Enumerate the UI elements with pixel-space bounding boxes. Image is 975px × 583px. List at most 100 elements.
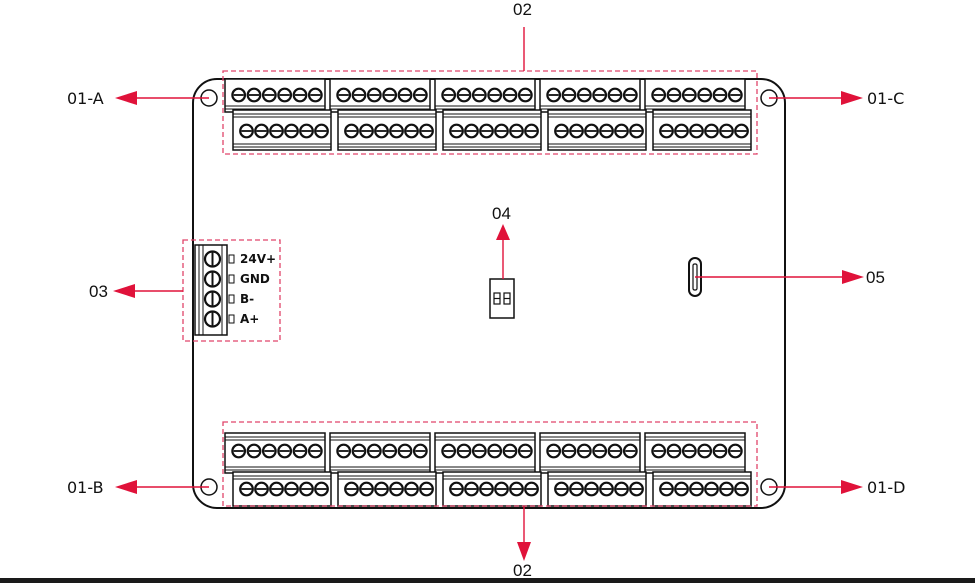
terminal-block: [434, 432, 536, 474]
terminal-block: [434, 78, 536, 113]
terminal-block: [224, 432, 326, 474]
terminal-screw: [674, 481, 689, 497]
terminal-screw: [697, 87, 713, 103]
terminal-screw: [681, 443, 697, 459]
terminal-screw: [441, 443, 457, 459]
terminal-screw: [622, 87, 638, 103]
terminal-screw: [569, 481, 584, 497]
terminal-screw: [464, 481, 479, 497]
terminal-screw: [471, 87, 487, 103]
terminal-screw: [509, 481, 524, 497]
terminal-screw: [599, 481, 614, 497]
terminal-screw: [292, 87, 308, 103]
terminal-block: [337, 109, 437, 151]
terminal-screw: [464, 123, 479, 139]
terminal-screw: [719, 123, 734, 139]
arrowhead-01d: [841, 480, 863, 494]
terminal-screw: [359, 123, 374, 139]
terminal-screw: [681, 87, 697, 103]
terminal-screw: [734, 123, 749, 139]
terminal-screw: [246, 443, 262, 459]
terminal-screw: [651, 443, 667, 459]
terminal-screw: [307, 87, 323, 103]
terminal-screw: [712, 87, 728, 103]
terminal-block: [644, 432, 746, 474]
terminal-screw: [487, 443, 503, 459]
terminal-screw: [629, 481, 644, 497]
label-05: 05: [866, 268, 885, 287]
terminal-screw: [494, 123, 509, 139]
dip-switch: [489, 278, 515, 319]
terminal-screw: [239, 123, 254, 139]
terminal-block: [224, 78, 326, 113]
terminal-screw: [412, 443, 428, 459]
arrowhead-01c: [841, 91, 863, 105]
terminal-screw: [344, 481, 359, 497]
label-01d: 01-D: [867, 478, 905, 497]
terminal-screw: [614, 481, 629, 497]
power-terminal-screw: [203, 290, 235, 308]
terminal-screw: [456, 443, 472, 459]
terminal-block: [442, 471, 542, 507]
terminal-block: [547, 471, 647, 507]
terminal-screw: [494, 481, 509, 497]
terminal-screw: [689, 481, 704, 497]
terminal-block: [232, 109, 332, 151]
terminal-screw: [689, 123, 704, 139]
bottom-terminal-highlight: [222, 421, 758, 507]
terminal-screw: [231, 87, 247, 103]
arrowhead-01b: [115, 480, 137, 494]
terminal-screw: [351, 443, 367, 459]
terminal-screw: [502, 443, 518, 459]
terminal-block: [337, 471, 437, 507]
terminal-screw: [441, 87, 457, 103]
pin-label-b-minus: B-: [240, 292, 254, 306]
terminal-screw: [599, 123, 614, 139]
power-terminal-screw: [203, 310, 235, 328]
terminal-screw: [584, 123, 599, 139]
terminal-screw: [561, 443, 577, 459]
terminal-screw: [382, 87, 398, 103]
label-02-top: 02: [513, 0, 532, 19]
terminal-screw: [344, 123, 359, 139]
terminal-screw: [569, 123, 584, 139]
terminal-screw: [299, 123, 314, 139]
terminal-screw: [404, 123, 419, 139]
terminal-screw: [374, 481, 389, 497]
terminal-screw: [546, 443, 562, 459]
terminal-screw: [659, 481, 674, 497]
terminal-block: [329, 432, 431, 474]
terminal-screw: [584, 481, 599, 497]
terminal-screw: [471, 443, 487, 459]
terminal-screw: [704, 481, 719, 497]
arrowhead-02-bottom: [517, 542, 531, 561]
terminal-screw: [231, 443, 247, 459]
terminal-screw: [277, 443, 293, 459]
terminal-screw: [546, 87, 562, 103]
terminal-screw: [517, 87, 533, 103]
terminal-screw: [592, 87, 608, 103]
power-terminal-screw: [203, 250, 235, 268]
terminal-screw: [659, 123, 674, 139]
terminal-screw: [389, 123, 404, 139]
terminal-screw: [374, 123, 389, 139]
terminal-screw: [561, 87, 577, 103]
terminal-block: [539, 432, 641, 474]
terminal-block: [652, 109, 752, 151]
terminal-screw: [299, 481, 314, 497]
terminal-screw: [719, 481, 734, 497]
terminal-screw: [704, 123, 719, 139]
pin-label-a-plus: A+: [240, 312, 259, 326]
terminal-screw: [366, 443, 382, 459]
terminal-screw: [517, 443, 533, 459]
terminal-screw: [261, 87, 277, 103]
terminal-screw: [479, 123, 494, 139]
terminal-block: [539, 78, 641, 113]
terminal-screw: [284, 123, 299, 139]
terminal-screw: [456, 87, 472, 103]
arrowhead-03: [113, 284, 135, 298]
terminal-screw: [554, 481, 569, 497]
terminal-screw: [576, 87, 592, 103]
terminal-screw: [419, 481, 434, 497]
